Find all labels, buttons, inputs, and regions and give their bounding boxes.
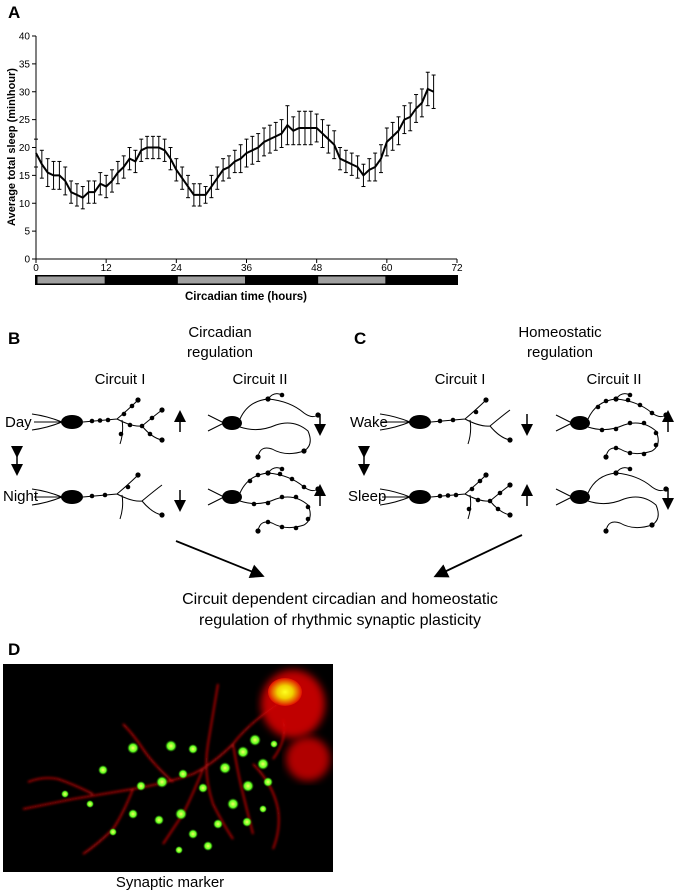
y-tick-label: 10 [19,199,31,210]
panel-b-circuit-ii-label: Circuit II [232,371,288,388]
light-dark-segment-dark [386,275,457,285]
panel-c-wake-label: Wake [350,414,388,431]
panel-b-title-line1: Circadian [188,324,252,341]
neuron-schematics [11,392,674,578]
conclusion-line1: Circuit dependent circadian and homeosta… [182,591,498,608]
y-tick-label: 35 [19,59,31,70]
panel-d-caption: Synaptic marker [115,874,225,891]
synaptic-marker-micrograph [3,664,333,872]
panel-c-circuit-ii-wake-neuron [555,392,670,461]
panel-b-circuit-i-night-neuron [31,471,166,520]
y-tick-label: 0 [24,255,30,266]
light-dark-segment-light [318,276,386,284]
x-tick-label: 24 [171,263,183,274]
x-tick-label: 72 [451,263,463,274]
panel-c-circuit-i-sleep-neuron [379,471,514,520]
y-tick-label: 15 [19,171,31,182]
x-tick-label: 12 [101,263,113,274]
panel-b-circuit-i-label: Circuit I [94,371,146,388]
x-tick-label: 60 [381,263,393,274]
panel-c-title-line1: Homeostatic [518,324,602,341]
panel-d-letter: D [8,640,21,659]
x-tick-label: 36 [241,263,253,274]
x-tick-label: 0 [33,263,39,274]
x-tick-label: 48 [311,263,323,274]
panel-a-letter: A [8,3,21,22]
panel-c-circuit-i-label: Circuit I [434,371,486,388]
panel-c-circuit-ii-sleep-neuron [555,466,670,535]
panel-b-to-conclusion-arrow [175,540,265,578]
conclusion-line2: regulation of rhythmic synaptic plastici… [199,612,481,629]
x-axis-label: Circadian time (hours) [185,291,307,303]
panel-c-circuit-ii-label: Circuit II [586,371,642,388]
y-tick-label: 40 [19,32,31,43]
light-dark-segment-light [177,276,245,284]
y-tick-label: 30 [19,87,31,98]
panel-c-sleep-label: Sleep [348,488,387,505]
panel-b-circuit-i-day-neuron [31,396,166,445]
y-tick-label: 5 [24,227,30,238]
panel-c-to-conclusion-arrow [433,534,523,578]
panel-b-title-line2: regulation [187,344,253,361]
panel-b-day-label: Day [5,414,32,431]
sleep-series-line [35,87,435,199]
y-axis-label: Average total sleep (min\hour) [6,68,18,226]
panel-b-night-label: Night [3,488,39,505]
light-dark-segment-dark [106,275,177,285]
panel-b-circuit-ii-day-neuron [207,392,322,461]
y-tick-label: 25 [19,115,31,126]
panel-b-circuit-ii-night-neuron [207,466,322,535]
sleep-line-chart: 0 5 10 15 20 25 30 35 40 0 12 24 36 48 60 72 Average t… [6,32,463,304]
panel-c-letter: C [354,329,367,348]
panel-b-letter: B [8,329,21,348]
light-dark-segment-light [37,276,105,284]
light-dark-segment-dark [246,275,317,285]
y-tick-label: 20 [19,143,31,154]
panel-c-title-line2: regulation [527,344,593,361]
panel-c-circuit-i-wake-neuron [379,396,514,445]
